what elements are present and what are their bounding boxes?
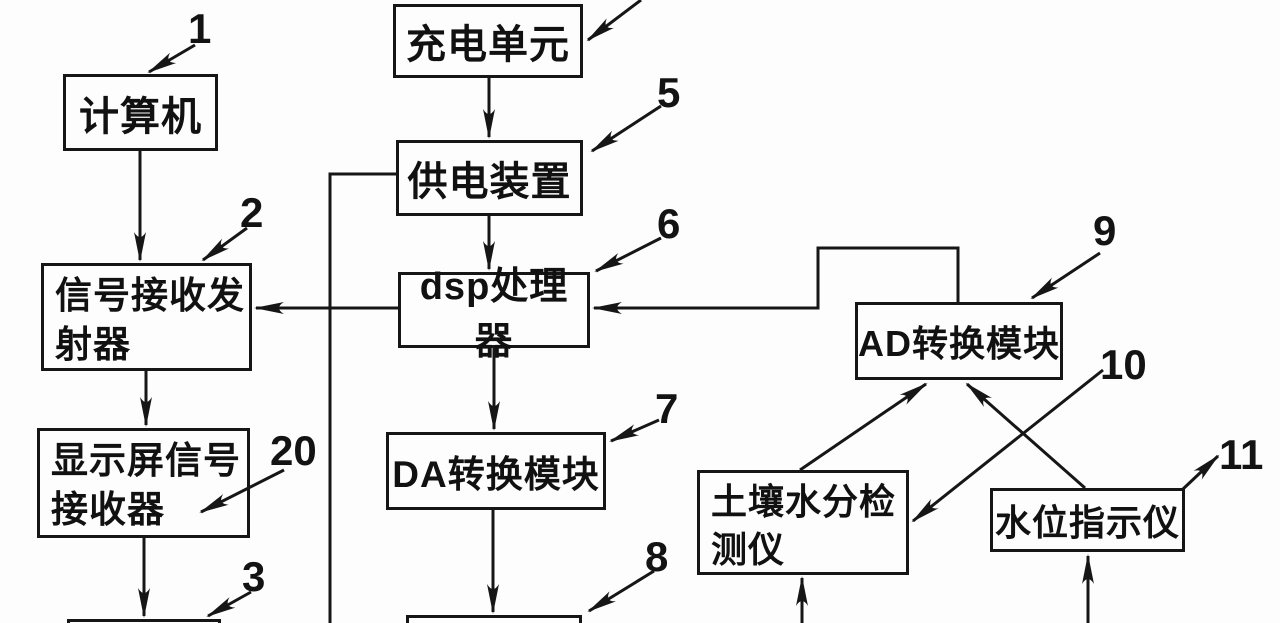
edge-soil-to-ad xyxy=(799,382,928,472)
edge-ad-to-dsp xyxy=(592,246,960,314)
leader-ref-7 xyxy=(609,418,660,443)
leader-ref-6 xyxy=(594,236,662,273)
node-power-supply: 供电装置 xyxy=(396,140,583,216)
node-computer: 计算机 xyxy=(63,74,218,151)
leader-ref-9 xyxy=(1030,251,1101,300)
leader-cutoff-top xyxy=(586,0,642,42)
node-signal-transceiver: 信号接收发 射器 xyxy=(41,263,252,371)
ref-number-1: 1 xyxy=(188,5,212,52)
ref-number-11: 11 xyxy=(1219,431,1264,478)
leader-ref-11 xyxy=(1181,454,1220,491)
node-bottom-left-partial xyxy=(67,619,221,623)
node-da-module: DA转换模块 xyxy=(386,432,606,510)
node-dsp-processor: dsp处理器 xyxy=(398,266,590,363)
edge-water-to-ad xyxy=(965,382,1086,490)
ref-number-20: 20 xyxy=(270,427,317,474)
ref-number-2: 2 xyxy=(240,189,264,236)
ref-number-8: 8 xyxy=(645,533,669,580)
node-charging-unit: 充电单元 xyxy=(393,4,583,78)
ref-number-6: 6 xyxy=(657,200,681,247)
ref-number-7: 7 xyxy=(655,385,679,432)
node-soil-moisture-detector: 土壤水分检 测仪 xyxy=(697,470,909,575)
ref-number-9: 9 xyxy=(1093,207,1117,254)
node-display-signal-receiver: 显示屏信号 接收器 xyxy=(37,428,250,538)
leader-ref-5 xyxy=(590,104,662,153)
node-ad-module: AD转换模块 xyxy=(855,302,1063,380)
ref-number-3: 3 xyxy=(242,553,266,600)
node-water-level-indicator: 水位指示仪 xyxy=(990,488,1185,552)
edge-power-feed-down xyxy=(328,172,396,623)
node-bottom-center-partial xyxy=(406,615,582,623)
ref-number-10: 10 xyxy=(1100,341,1147,388)
ref-number-5: 5 xyxy=(657,69,681,116)
